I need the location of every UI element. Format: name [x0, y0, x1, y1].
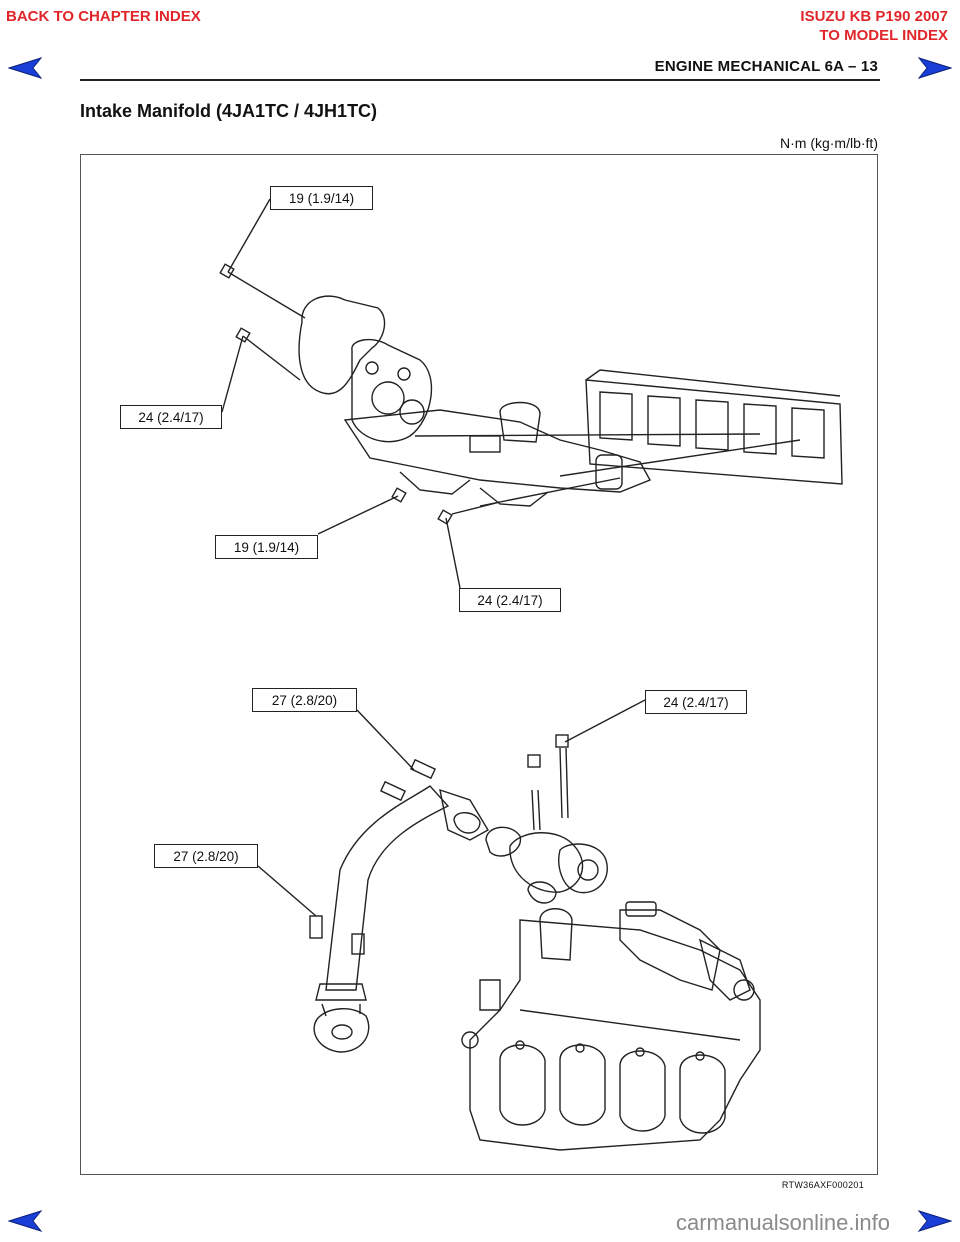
torque-label-pipe-bolt-lower: 27 (2.8/20) [154, 844, 258, 868]
chapter-header: ENGINE MECHANICAL 6A – 13 [654, 58, 878, 75]
section-title: Intake Manifold (4JA1TC / 4JH1TC) [80, 101, 378, 121]
arrow-right-icon[interactable] [918, 1210, 952, 1232]
torque-label-manifold-bolt: 19 (1.9/14) [215, 535, 318, 559]
arrow-right-icon[interactable] [918, 57, 952, 79]
figure-code: RTW36AXF000201 [781, 1180, 864, 1190]
torque-label-pipe-bolt-upper: 27 (2.8/20) [252, 688, 357, 712]
back-to-chapter-link[interactable]: BACK TO CHAPTER INDEX [6, 8, 201, 25]
diagram-frame [80, 154, 878, 1175]
torque-units: N·m (kg·m/lb·ft) [780, 135, 878, 151]
to-model-index-link[interactable]: TO MODEL INDEX [819, 27, 948, 44]
header-divider [80, 79, 880, 81]
torque-label-upper-stud-nut: 24 (2.4/17) [120, 405, 222, 429]
watermark: carmanualsonline.info [675, 1210, 890, 1235]
torque-label-egr-nut: 24 (2.4/17) [645, 690, 747, 714]
model-title-link[interactable]: ISUZU KB P190 2007 [800, 8, 948, 25]
torque-label-manifold-nut: 24 (2.4/17) [459, 588, 561, 612]
arrow-left-icon[interactable] [8, 1210, 42, 1232]
arrow-left-icon[interactable] [8, 57, 42, 79]
torque-label-upper-bolt: 19 (1.9/14) [270, 186, 373, 210]
